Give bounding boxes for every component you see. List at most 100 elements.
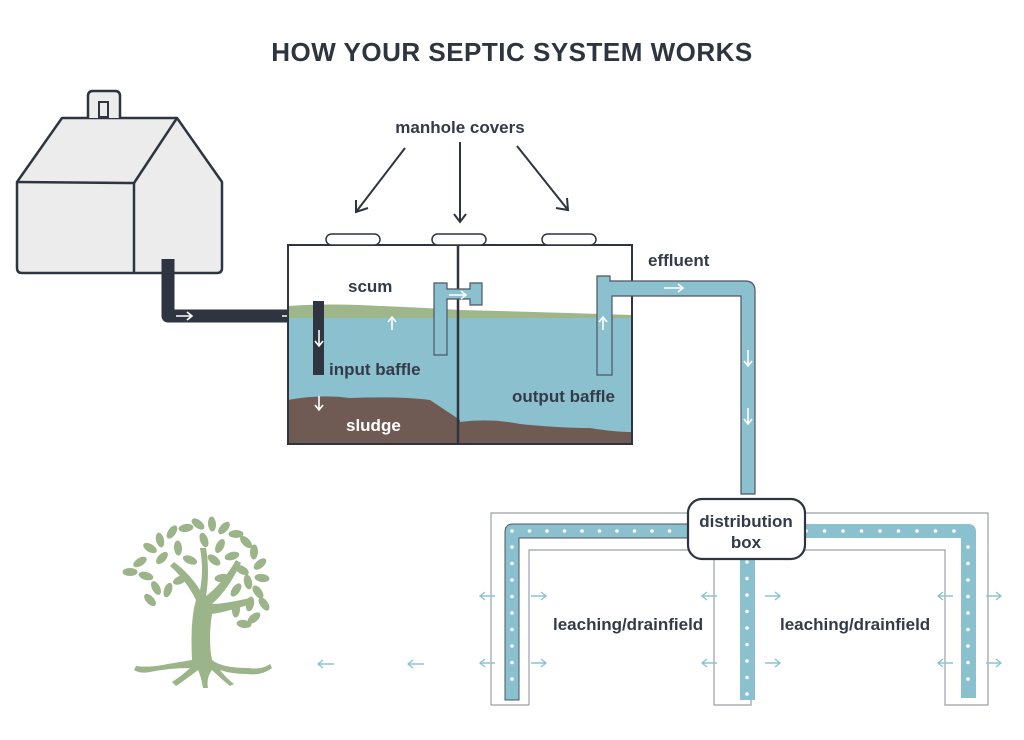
manhole-covers-label: manhole covers (395, 118, 524, 137)
perforation-dot (915, 529, 919, 533)
perforation-dot (745, 576, 749, 581)
leaf (207, 516, 217, 532)
manhole-cover-left (325, 233, 381, 246)
perforation-dot (510, 677, 514, 681)
leaf (253, 558, 267, 570)
perforation-dot (527, 529, 532, 533)
perforation-dot (745, 692, 749, 696)
house-icon (15, 89, 224, 275)
leaf (173, 540, 183, 556)
perforation-dot (966, 594, 970, 599)
perforation-dot (966, 578, 970, 582)
leaf (214, 573, 230, 583)
perforation-dot (510, 594, 514, 599)
effluent-label: effluent (648, 251, 710, 270)
leaf (215, 539, 225, 553)
perforation-dot (510, 529, 514, 533)
input-baffle-label: input baffle (329, 360, 421, 379)
leaf (218, 521, 230, 535)
ground-flow-arrows (316, 659, 424, 669)
arrow-left-icon (478, 658, 495, 668)
arrow-right-icon (986, 658, 1003, 668)
perforation-dot (745, 659, 749, 663)
leaf (236, 619, 252, 629)
leaf (144, 593, 156, 607)
arrow-left-icon (936, 591, 953, 601)
perforation-dot (966, 627, 970, 632)
perforation-dot (952, 529, 956, 533)
perforation-dot (966, 545, 970, 549)
page-title: HOW YOUR SEPTIC SYSTEM WORKS (271, 37, 753, 67)
arrow-right-icon (986, 591, 1003, 601)
leaf (182, 555, 198, 565)
input-baffle (313, 301, 324, 375)
leaf (258, 597, 270, 611)
perforation-dot (966, 644, 970, 648)
perforation-dot (966, 677, 970, 681)
leaf (235, 564, 249, 576)
drainfield-right-label: leaching/drainfield (780, 615, 930, 634)
leaf (143, 542, 157, 554)
leaf (166, 525, 178, 539)
leaf (247, 612, 261, 624)
perforation-dot (745, 626, 749, 630)
drainfield-left-label: leaching/drainfield (553, 615, 703, 634)
leaf (122, 568, 138, 576)
perforation-dot (510, 611, 514, 615)
leaf (230, 583, 242, 597)
leaf (252, 585, 264, 599)
perforation-dot (841, 529, 845, 533)
transfer-baffle (433, 282, 483, 356)
leaf (207, 554, 221, 566)
septic-tank (287, 244, 633, 445)
output-baffle (596, 275, 756, 495)
scum-label: scum (348, 277, 392, 296)
leaf (199, 532, 209, 548)
perforation-dot (745, 642, 749, 647)
tree-icon (122, 516, 272, 688)
arrow-left-icon (478, 591, 495, 601)
manhole-cover-right (541, 233, 597, 246)
distribution-box: distribution box (686, 497, 807, 561)
leaf (249, 544, 259, 560)
arrow-right-icon (765, 591, 782, 601)
perforation-dot (933, 529, 938, 533)
perforation-dot (966, 611, 970, 615)
arrow-right-icon (531, 591, 548, 601)
leaf (178, 523, 194, 533)
perforation-dot (510, 545, 514, 549)
perforation-dot (667, 529, 672, 533)
arrow-left-icon (700, 658, 717, 668)
perforation-dot (745, 560, 749, 564)
perforation-dot (562, 529, 567, 533)
arrow-left-icon (700, 591, 717, 601)
perforation-dot (632, 529, 637, 533)
leaf (156, 551, 168, 565)
perforation-dot (745, 675, 749, 680)
manhole-pointer-arrows (355, 142, 570, 224)
perforation-dot (966, 561, 970, 566)
leaf (228, 529, 244, 539)
leaf (245, 596, 255, 612)
leaf (224, 551, 240, 561)
leaf (191, 518, 205, 530)
leaf (155, 532, 165, 548)
perforation-dot (859, 529, 864, 533)
arrow-right-icon (531, 658, 548, 668)
pipe-perforations (510, 529, 970, 696)
seepage-arrows (478, 591, 1003, 668)
distribution-box-label-line2: box (731, 533, 762, 552)
perforation-dot (822, 529, 827, 533)
arrow-right-icon (765, 658, 782, 668)
perforation-dot (510, 561, 514, 566)
distribution-box-label-line1: distribution (699, 512, 792, 531)
perforation-dot (896, 529, 901, 533)
perforation-dot (615, 529, 619, 533)
leaf (254, 573, 270, 583)
perforation-dot (510, 627, 514, 632)
flow-arrows-tank (314, 315, 397, 412)
output-baffle-label: output baffle (512, 387, 615, 406)
manhole-cover-middle (431, 233, 487, 246)
perforation-dot (510, 660, 514, 665)
leaf (172, 575, 188, 585)
